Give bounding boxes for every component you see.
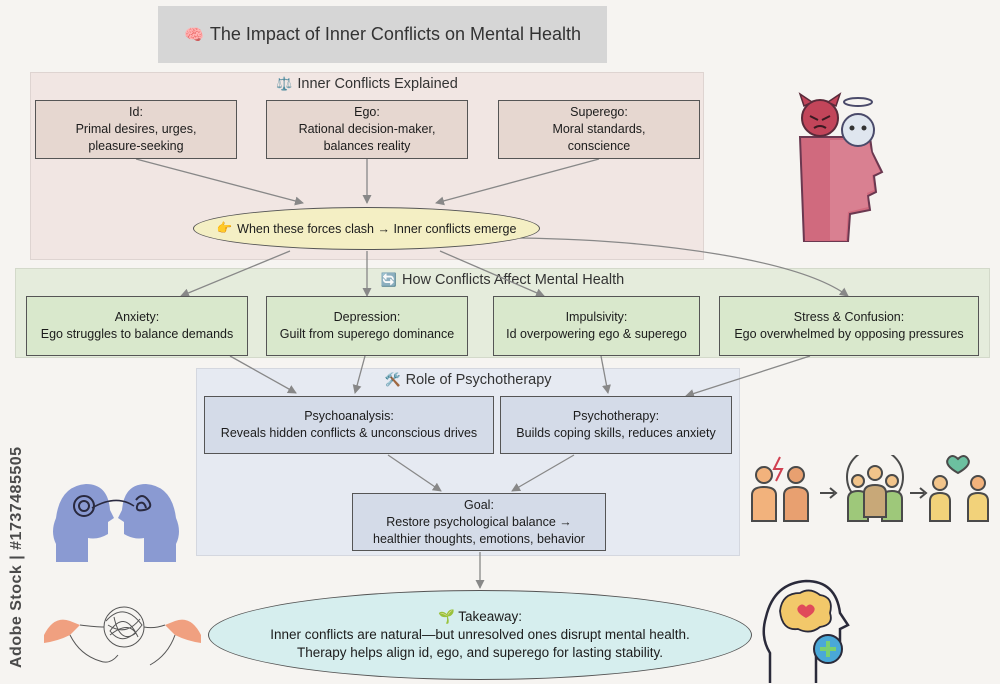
psychoanalysis-box: Psychoanalysis: Reveals hidden conflicts… bbox=[204, 396, 494, 454]
superego-desc-line1: Moral standards, bbox=[552, 122, 646, 136]
arrow-impulsivity-to-psychotherapy bbox=[600, 355, 611, 394]
id-box: Id: Primal desires, urges, pleasure-seek… bbox=[35, 100, 237, 159]
arrow-stress-to-psychotherapy bbox=[685, 355, 811, 398]
psychotherapy-desc: Builds coping skills, reduces anxiety bbox=[516, 426, 716, 440]
stress-box: Stress & Confusion: Ego overwhelmed by o… bbox=[719, 296, 979, 356]
scales-icon: ⚖️ bbox=[276, 76, 293, 91]
psychoanalysis-title: Psychoanalysis: bbox=[304, 409, 394, 423]
section-inner-heading: ⚖️ Inner Conflicts Explained bbox=[31, 76, 703, 92]
mind-connection-icon bbox=[53, 484, 179, 562]
anxiety-desc: Ego struggles to balance demands bbox=[40, 327, 234, 341]
depression-desc: Guilt from superego dominance bbox=[279, 327, 455, 341]
goal-desc-line2: healthier thoughts, emotions, behavior bbox=[373, 531, 585, 546]
clash-ellipse: 👉 When these forces clash → Inner confli… bbox=[193, 207, 540, 250]
superego-box: Superego: Moral standards, conscience bbox=[498, 100, 700, 159]
section-inner-heading-text: Inner Conflicts Explained bbox=[297, 76, 458, 92]
people-reconcile-icon bbox=[751, 455, 989, 522]
pointing-hand-icon: 👉 bbox=[216, 221, 233, 235]
tangled-thread-icon bbox=[44, 606, 201, 666]
stress-title: Stress & Confusion: bbox=[793, 310, 905, 324]
impulsivity-desc: Id overpowering ego & superego bbox=[506, 327, 687, 341]
ego-desc-line1: Rational decision-maker, bbox=[298, 122, 436, 136]
takeaway-ellipse: 🌱 Takeaway: Inner conflicts are natural—… bbox=[208, 590, 752, 680]
superego-desc-line2: conscience bbox=[567, 139, 631, 153]
cycle-icon: 🔄 bbox=[380, 272, 397, 287]
arrow-clash-to-impulsivity bbox=[439, 250, 545, 297]
clash-text: When these forces clash → Inner conflict… bbox=[237, 221, 517, 236]
superego-title: Superego: bbox=[570, 105, 628, 119]
sprout-icon: 🌱 bbox=[437, 609, 455, 624]
goal-desc-line1: Restore psychological balance → bbox=[386, 514, 572, 529]
brain-icon: 🧠 bbox=[183, 26, 204, 44]
devil-angel-head-icon bbox=[798, 92, 884, 242]
ego-desc-line2: balances reality bbox=[323, 139, 411, 153]
ego-box: Ego: Rational decision-maker, balances r… bbox=[266, 100, 468, 159]
arrow-depression-to-psychoanalysis bbox=[352, 355, 366, 394]
depression-title: Depression: bbox=[333, 310, 401, 324]
impulsivity-title: Impulsivity: bbox=[565, 310, 628, 324]
takeaway-label: Takeaway: bbox=[458, 609, 523, 624]
page-title: 🧠 The Impact of Inner Conflicts on Menta… bbox=[158, 6, 607, 63]
section-therapy-heading: 🛠️ Role of Psychotherapy bbox=[197, 372, 739, 388]
page-title-text: The Impact of Inner Conflicts on Mental … bbox=[209, 24, 582, 44]
psychotherapy-title: Psychotherapy: bbox=[572, 409, 660, 423]
arrow-anxiety-to-psychoanalysis bbox=[229, 355, 297, 394]
arrow-clash-to-stress bbox=[519, 237, 849, 297]
section-effects-heading-text: How Conflicts Affect Mental Health bbox=[402, 272, 625, 288]
depression-box: Depression: Guilt from superego dominanc… bbox=[266, 296, 468, 356]
takeaway-line2: Therapy helps align id, ego, and supereg… bbox=[297, 645, 663, 660]
stock-watermark: Adobe Stock | #1737485505 bbox=[8, 446, 25, 669]
stress-desc: Ego overwhelmed by opposing pressures bbox=[734, 327, 964, 341]
impulsivity-box: Impulsivity: Id overpowering ego & super… bbox=[493, 296, 700, 356]
id-desc-line1: Primal desires, urges, bbox=[75, 122, 197, 136]
goal-box: Goal: Restore psychological balance → he… bbox=[352, 493, 606, 551]
healthy-brain-icon bbox=[762, 579, 850, 683]
arrow-psychotherapy-to-goal bbox=[511, 454, 575, 492]
tools-icon: 🛠️ bbox=[384, 372, 401, 387]
psychoanalysis-desc: Reveals hidden conflicts & unconscious d… bbox=[220, 426, 478, 440]
anxiety-box: Anxiety: Ego struggles to balance demand… bbox=[26, 296, 248, 356]
psychotherapy-box: Psychotherapy: Builds coping skills, red… bbox=[500, 396, 732, 454]
arrow-clash-to-anxiety bbox=[180, 250, 291, 298]
arrow-psychoanalysis-to-goal bbox=[387, 454, 442, 492]
section-effects-heading: 🔄 How Conflicts Affect Mental Health bbox=[16, 272, 989, 288]
id-title: Id: bbox=[129, 105, 143, 119]
id-desc-line2: pleasure-seeking bbox=[88, 139, 184, 153]
anxiety-title: Anxiety: bbox=[114, 310, 160, 324]
goal-title: Goal: bbox=[464, 497, 494, 512]
arrow-superego-to-clash bbox=[435, 158, 600, 206]
section-therapy-heading-text: Role of Psychotherapy bbox=[405, 372, 552, 388]
takeaway-label-row: 🌱 Takeaway: bbox=[438, 608, 522, 626]
takeaway-line1: Inner conflicts are natural—but unresolv… bbox=[270, 627, 690, 642]
ego-title: Ego: bbox=[354, 105, 380, 119]
arrow-id-to-clash bbox=[135, 158, 304, 206]
